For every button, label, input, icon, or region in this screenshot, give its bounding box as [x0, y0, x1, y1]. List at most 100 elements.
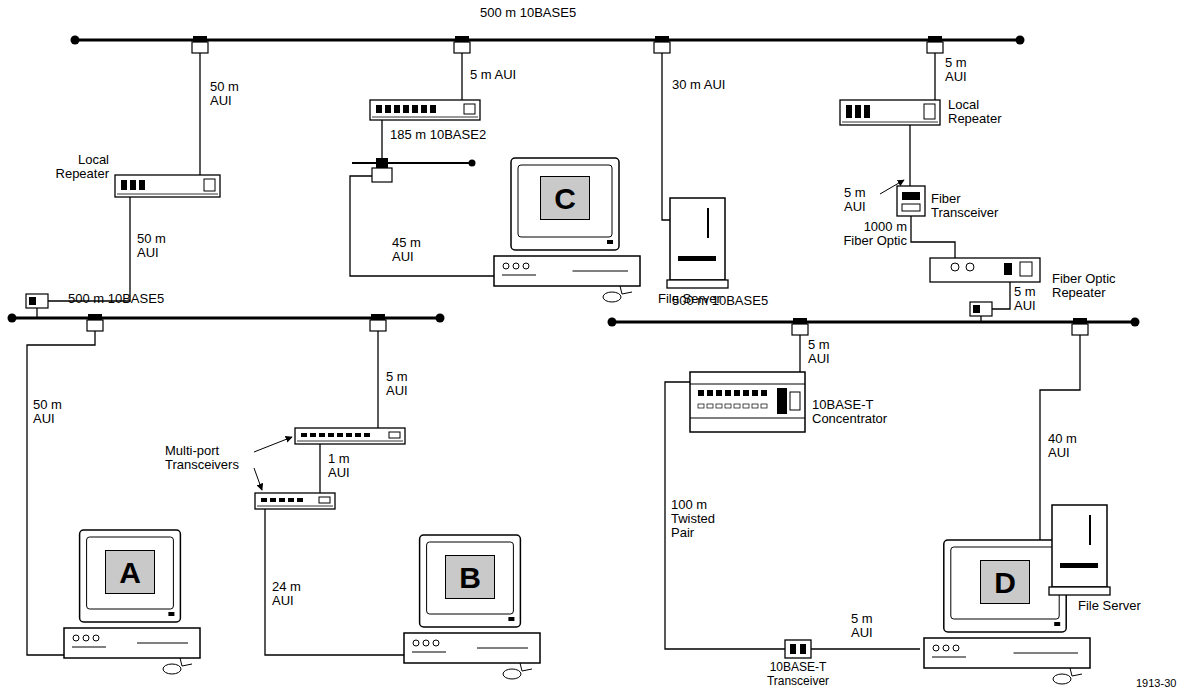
monitor-screen — [518, 165, 612, 237]
figure-number: 1913-30 — [1136, 676, 1176, 690]
multiport-transceiver-port — [328, 433, 334, 437]
system-unit — [494, 256, 640, 286]
multiport-transceiver — [295, 428, 405, 444]
drive-button — [943, 645, 949, 651]
drive-button — [933, 645, 939, 651]
mouse — [163, 664, 181, 674]
aui-cable — [265, 509, 404, 655]
local-repeater: Local Repeater — [840, 100, 940, 125]
file-server: File Server — [1052, 505, 1110, 597]
server-drive — [1089, 515, 1091, 545]
vampire-tap — [371, 314, 385, 320]
drive-slot — [412, 652, 446, 653]
cable-label: 50 m AUI — [210, 80, 254, 108]
cable-label: 100 m Twisted Pair — [670, 498, 728, 540]
power-switch — [1020, 262, 1032, 276]
workstation: C — [490, 158, 640, 290]
local-repeater: Local Repeater — [115, 175, 220, 197]
multiport-transceiver-port — [261, 498, 267, 502]
fiber-optic-repeater — [930, 258, 1040, 282]
vampire-tap — [88, 314, 102, 320]
device-label: D — [980, 560, 1030, 604]
mouse — [1053, 674, 1071, 684]
vampire-tap — [1073, 318, 1087, 324]
coax-terminator — [1016, 36, 1025, 45]
rj45-port — [734, 390, 740, 396]
file-server: File Server — [670, 198, 728, 290]
multiport-transceiver-port — [364, 433, 370, 437]
port-led — [761, 404, 767, 408]
thin-transceiver — [372, 168, 392, 182]
local-repeater — [115, 175, 220, 197]
rj45-port — [698, 390, 704, 396]
twisted-pair-link — [665, 382, 785, 649]
fiber-connector — [951, 263, 959, 271]
rj45-port — [707, 390, 713, 396]
monitor-screen — [951, 547, 1059, 619]
multiport-transceiver-trim — [297, 441, 403, 442]
rj45-port — [716, 390, 722, 396]
fiber-port — [902, 204, 920, 211]
monitor — [80, 530, 181, 622]
cable-label: 185 m 10BASE2 — [390, 128, 486, 142]
cable-label: Multi-port Transceivers — [165, 444, 251, 472]
system-unit — [64, 628, 200, 658]
monitor — [944, 540, 1066, 632]
multiport-transceiver-port — [288, 498, 294, 502]
multiport-transceiver-port — [310, 433, 316, 437]
multiport-transceiver-switch — [389, 432, 400, 438]
leader-arrow — [880, 180, 904, 194]
rj45-port — [752, 390, 758, 396]
aui-cable — [48, 197, 130, 301]
aui-cable — [381, 120, 382, 163]
concentrator-chassis — [690, 372, 805, 432]
tp-transceiver — [785, 640, 811, 658]
drive-button — [523, 263, 529, 269]
aui-cable — [461, 53, 462, 100]
mouse-cable — [620, 286, 632, 294]
drive-slot — [932, 657, 966, 658]
cable-label: 500 m 10BASE5 — [68, 292, 164, 306]
device-label: File Server — [1078, 599, 1141, 613]
transceiver-port — [29, 297, 36, 305]
local-repeater-trim — [117, 194, 218, 195]
thin-coax-segment — [352, 162, 472, 164]
device-label: 10BASE-T Concentrator — [812, 398, 902, 426]
mouse-cable — [180, 658, 192, 666]
bus-transceiver — [192, 42, 208, 53]
port-led — [716, 404, 722, 408]
local-repeater-port — [139, 180, 145, 190]
aui-cable — [934, 53, 935, 100]
cable-label: 5 m AUI — [850, 612, 892, 640]
external-transceiver — [970, 302, 992, 316]
drive-button — [83, 635, 89, 641]
thin-net-multiport-repeater-port — [430, 105, 436, 113]
thin-net-multiport-repeater-switch — [464, 104, 475, 114]
aui-cable — [909, 125, 910, 186]
thin-net-multiport-repeater-trim — [372, 117, 478, 118]
thin-net-multiport-repeater — [370, 100, 480, 120]
cable-label: 24 m AUI — [272, 580, 316, 608]
bus-transceiver — [370, 320, 386, 331]
cable-label: 45 m AUI — [392, 236, 436, 264]
thin-net-multiport-repeater-port — [385, 105, 391, 113]
cable-label: 5 m AUI — [808, 338, 848, 366]
server-slot — [678, 256, 716, 261]
aui-port — [1004, 263, 1012, 275]
coax-terminator — [436, 314, 445, 323]
rj45-port — [743, 390, 749, 396]
bus-transceiver — [1072, 324, 1088, 335]
drive-button — [503, 263, 509, 269]
device-label: C — [540, 176, 590, 220]
local-repeater-port — [864, 105, 870, 118]
server-drive — [707, 208, 709, 238]
multiport-transceiver-port — [301, 433, 307, 437]
power-led — [607, 240, 613, 244]
tp-transceiver: 10BASE-T Transceiver — [785, 640, 811, 658]
drive-button — [93, 635, 99, 641]
mouse — [503, 669, 521, 679]
port-led — [734, 404, 740, 408]
aui-cable — [811, 648, 920, 649]
